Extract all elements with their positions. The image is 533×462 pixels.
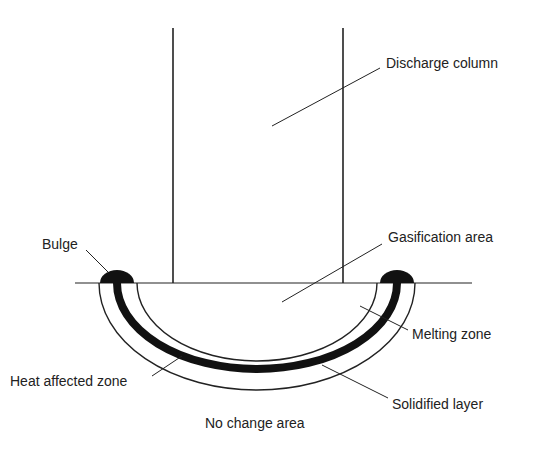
zone-label: No change area	[205, 415, 305, 431]
leader-line	[282, 244, 382, 302]
column-wall	[342, 28, 344, 283]
leader-line	[322, 365, 388, 398]
gasification-boundary	[137, 283, 377, 361]
leader-line	[152, 356, 182, 376]
zone-label: Discharge column	[386, 55, 498, 71]
zone-label: Melting zone	[412, 326, 491, 342]
heat-affected-boundary	[99, 283, 415, 390]
leader-line	[86, 250, 108, 272]
column-wall	[172, 28, 174, 283]
zone-label: Heat affected zone	[10, 373, 127, 389]
bulge-shape	[380, 270, 414, 283]
zone-label: Solidified layer	[392, 396, 483, 412]
leader-line	[360, 306, 408, 330]
solidified-layer	[117, 283, 397, 369]
leader-line	[272, 68, 380, 126]
zone-label: Bulge	[42, 236, 78, 252]
bulge-shape	[100, 270, 134, 283]
zone-label: Gasification area	[388, 229, 493, 245]
